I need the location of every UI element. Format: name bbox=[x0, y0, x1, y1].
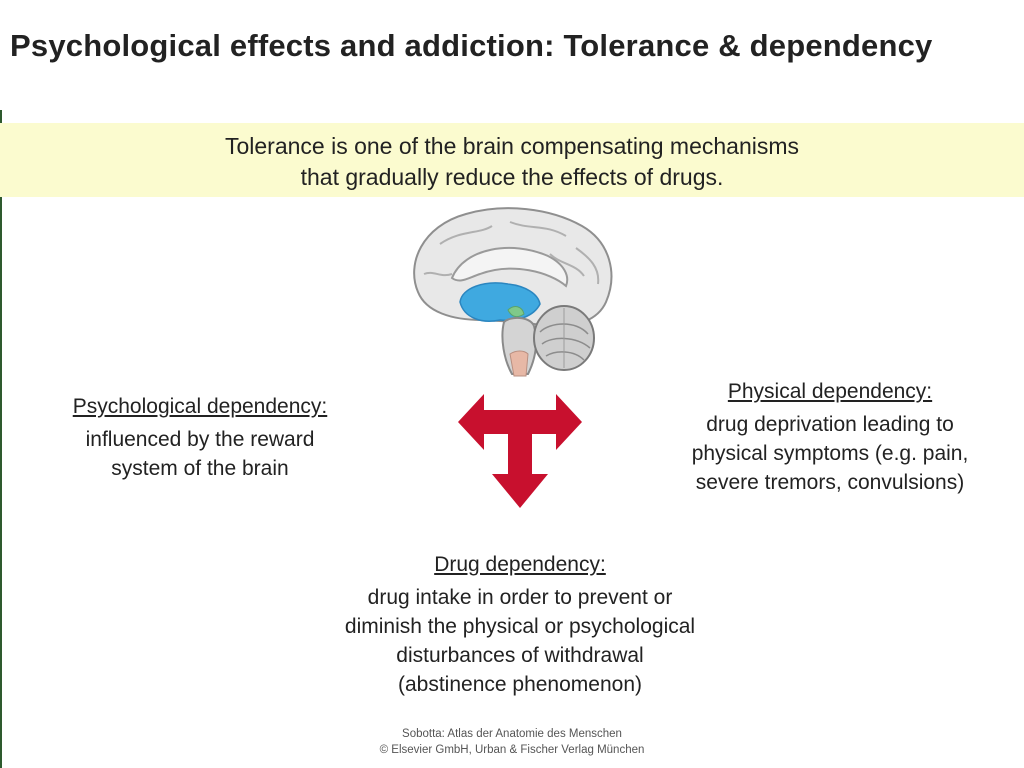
drug-dependency-block: Drug dependency: drug intake in order to… bbox=[300, 551, 740, 699]
drug-line-4: (abstinence phenomenon) bbox=[397, 673, 642, 696]
physical-line-2: physical symptoms (e.g. pain, bbox=[691, 442, 969, 465]
drug-line-1: drug intake in order to prevent or bbox=[367, 586, 673, 609]
slide-title: Psychological effects and addiction: Tol… bbox=[10, 28, 933, 63]
psychological-line-1: influenced by the reward bbox=[85, 428, 315, 451]
credit-line-1: Sobotta: Atlas der Anatomie des Menschen bbox=[402, 728, 622, 740]
credit-line-2: © Elsevier GmbH, Urban & Fischer Verlag … bbox=[379, 744, 645, 756]
psychological-dependency-text: influenced by the reward system of the b… bbox=[40, 425, 360, 483]
brain-illustration bbox=[413, 207, 613, 377]
drug-dependency-heading: Drug dependency: bbox=[434, 553, 606, 576]
three-way-arrow-icon bbox=[458, 394, 582, 508]
intro-band bbox=[0, 123, 1024, 197]
psychological-dependency-heading: Psychological dependency: bbox=[72, 395, 328, 418]
drug-line-2: diminish the physical or psychological bbox=[344, 615, 696, 638]
physical-line-3: severe tremors, convulsions) bbox=[695, 471, 965, 494]
slide-left-edge bbox=[0, 110, 2, 768]
intro-line-1: Tolerance is one of the brain compensati… bbox=[224, 133, 800, 159]
physical-dependency-text: drug deprivation leading to physical sym… bbox=[660, 410, 1000, 497]
drug-dependency-text: drug intake in order to prevent or dimin… bbox=[300, 583, 740, 699]
physical-dependency-block: Physical dependency: drug deprivation le… bbox=[660, 378, 1000, 497]
intro-line-2: that gradually reduce the effects of dru… bbox=[300, 164, 724, 190]
psychological-line-2: system of the brain bbox=[111, 457, 289, 480]
physical-line-1: drug deprivation leading to bbox=[706, 413, 954, 436]
intro-text: Tolerance is one of the brain compensati… bbox=[0, 131, 1024, 193]
psychological-dependency-block: Psychological dependency: influenced by … bbox=[40, 393, 360, 483]
physical-dependency-heading: Physical dependency: bbox=[727, 380, 933, 403]
drug-line-3: disturbances of withdrawal bbox=[396, 644, 644, 667]
source-credit: Sobotta: Atlas der Anatomie des Menschen… bbox=[0, 726, 1024, 758]
